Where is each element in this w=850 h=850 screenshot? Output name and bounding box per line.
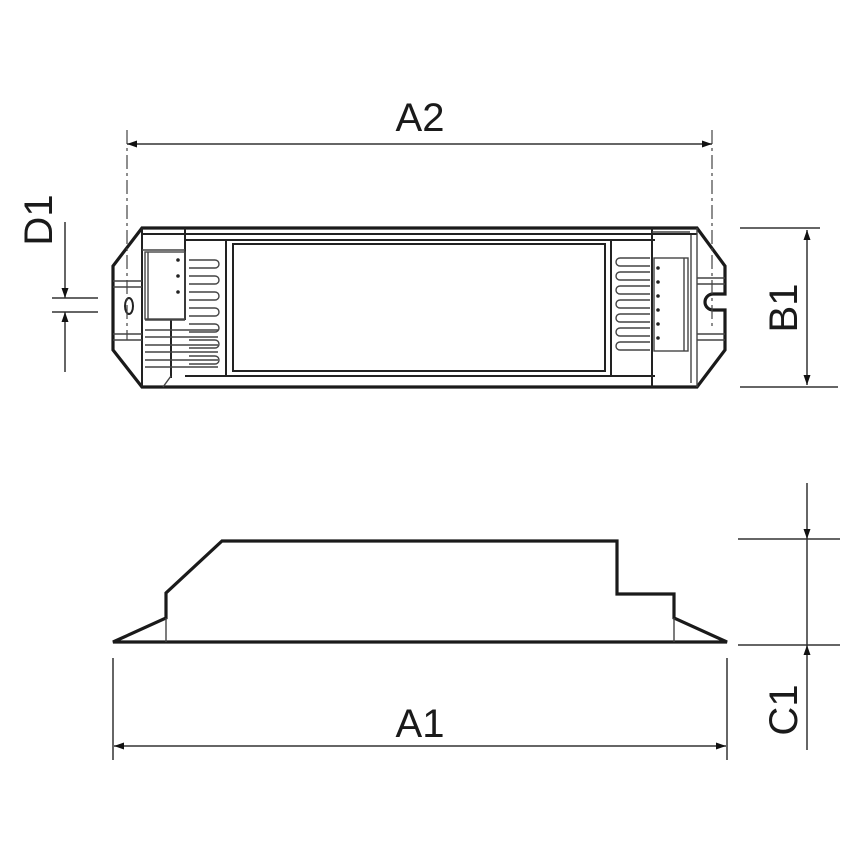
right-vent-slots <box>615 257 650 351</box>
dimension-label-b1: B1 <box>762 284 806 333</box>
right-terminal-pins <box>656 266 660 340</box>
dimension-b1: B1 <box>740 227 838 388</box>
dimension-a2: A2 <box>127 96 712 148</box>
top-view <box>111 130 727 389</box>
dimension-label-d1: D1 <box>17 194 61 245</box>
left-lower-vents <box>145 329 218 368</box>
left-terminal-pin <box>176 274 180 278</box>
left-mounting-hole <box>124 297 134 315</box>
left-terminal-pin <box>176 258 180 262</box>
left-terminal-block <box>144 251 186 320</box>
side-view <box>112 539 728 644</box>
right-terminal-block <box>653 257 689 352</box>
dimension-label-a2: A2 <box>396 96 445 140</box>
dimension-label-a1: A1 <box>396 702 445 746</box>
left-vent-slots <box>189 259 220 365</box>
center-panel <box>232 243 606 372</box>
dimension-label-c1: C1 <box>762 684 806 735</box>
housing-outline-side <box>112 539 728 644</box>
dimension-a1: A1 <box>112 658 728 760</box>
dimension-c1: C1 <box>738 483 840 750</box>
left-terminal-pin <box>176 290 180 294</box>
dimension-d1: D1 <box>17 194 98 372</box>
